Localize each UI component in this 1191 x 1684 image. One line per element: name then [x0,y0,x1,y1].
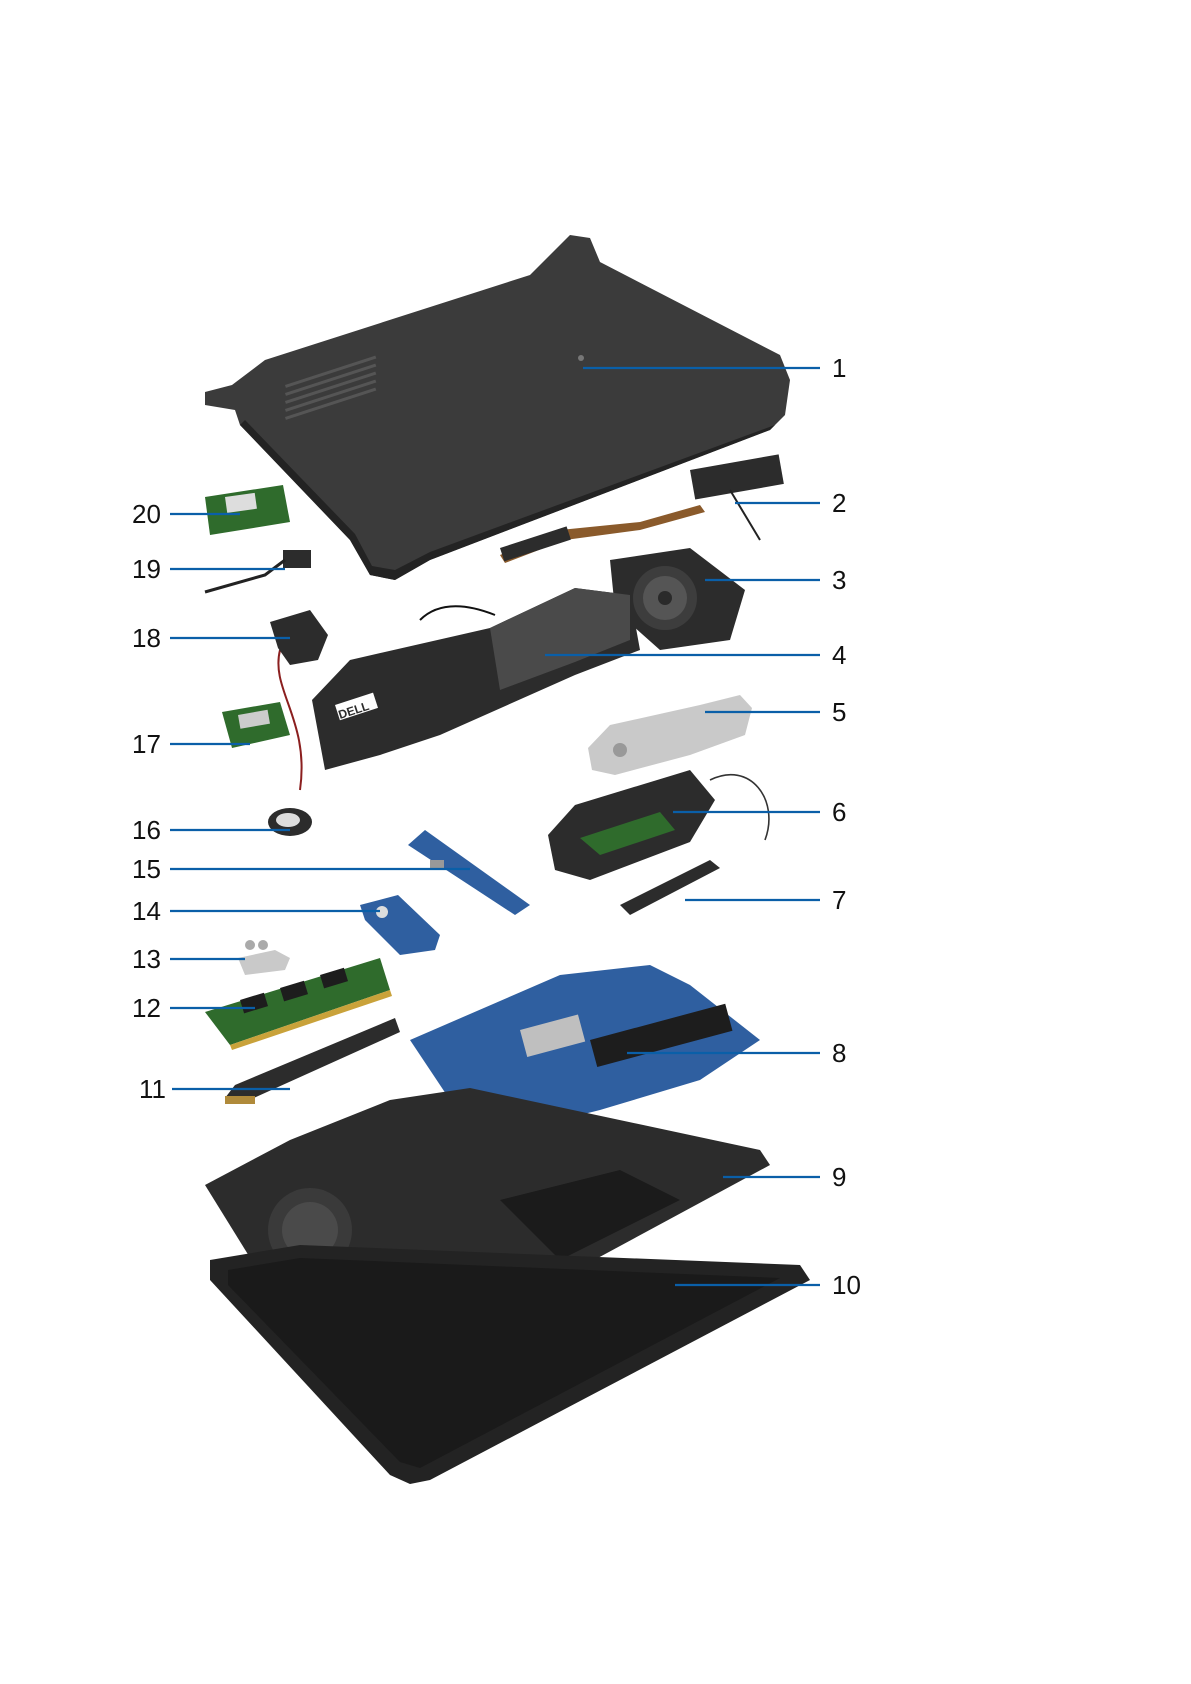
callout-18: 18 [132,623,161,653]
callout-16: 16 [132,815,161,845]
io-board-illustration [360,895,440,955]
callout-15: 15 [132,854,161,884]
callout-4: 4 [832,640,846,670]
callout-19: 19 [132,554,161,584]
callout-11: 11 [139,1074,166,1104]
callout-5: 5 [832,697,846,727]
callout-20: 20 [132,499,161,529]
callout-1: 1 [832,353,846,383]
wwan-card-illustration [222,702,290,748]
ssd-thermal-pad-illustration [238,940,290,975]
callout-10: 10 [832,1270,861,1300]
wlan-card-illustration [205,485,290,535]
dc-in-cable-illustration [205,550,311,592]
callout-17: 17 [132,729,161,759]
callout-8: 8 [832,1038,846,1068]
callout-9: 9 [832,1162,846,1192]
thermal-shield-illustration [588,695,752,775]
callout-14: 14 [132,896,161,926]
base-cover-illustration [205,235,790,580]
display-assembly-illustration [210,1245,810,1484]
battery-illustration: DELL [312,588,640,770]
callout-7: 7 [832,885,846,915]
touchpad-illustration [548,770,769,880]
callout-2: 2 [832,488,846,518]
callout-3: 3 [832,565,846,595]
coin-cell-battery-illustration [268,650,312,836]
callout-13: 13 [132,944,161,974]
callout-12: 12 [132,993,161,1023]
callout-6: 6 [832,797,846,827]
daughter-board-illustration [408,830,530,915]
